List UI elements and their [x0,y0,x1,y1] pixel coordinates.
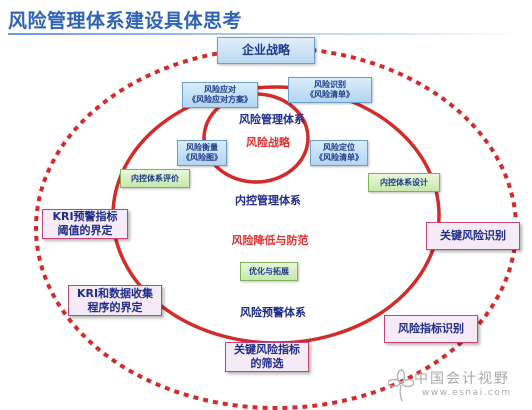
internal-control-design-box: 内控体系设计 [368,173,440,192]
risk-position-line2: 《风险清单》 [315,153,363,162]
kri-data-line2: 程序的界定 [87,300,143,314]
kri-data-box: KRI和数据收集 程序的界定 [68,285,162,316]
kri-threshold-box: KRI预警指标 阈值的界定 [42,209,128,239]
kri-data-line1: KRI和数据收集 [76,286,154,300]
risk-measure-line2: 《风险图》 [182,153,222,162]
risk-position-box: 风险定位 《风险清单》 [310,140,368,166]
flower-logo-icon [388,369,414,402]
internal-control-eval-label: 内控体系评价 [131,173,179,183]
risk-position-line1: 风险定位 [323,143,355,152]
risk-indicator-identify-box: 风险指标识别 [384,315,478,343]
risk-identify-line1: 风险识别 [314,80,346,89]
risk-response-line2: 《风险应对方案》 [188,95,252,104]
key-indicator-screen-line2: 的筛选 [250,357,284,370]
key-indicator-screen-line1: 关键风险指标 [234,343,300,357]
risk-identify-line2: 《风险清单》 [306,90,354,99]
risk-mgmt-system-label: 风险管理体系 [239,113,305,126]
risk-warning-system-label: 风险预警体系 [240,306,306,319]
key-indicator-screen-box: 关键风险指标 的筛选 [225,342,309,372]
title-underline [8,33,524,35]
optimize-expand-box: 优化与拓展 [240,262,298,281]
risk-measure-box: 风险衡量 《风险图》 [177,140,227,166]
watermark-cn: 中国会计视野 [414,371,510,387]
risk-reduce-label: 风险降低与防范 [231,234,309,247]
watermark: 中国会计视野 www.esnai.com [388,366,528,406]
enterprise-strategy-label: 企业战略 [241,43,290,57]
risk-indicator-identify-label: 风险指标识别 [398,322,464,336]
risk-measure-line1: 风险衡量 [186,143,218,152]
internal-control-eval-box: 内控体系评价 [120,169,190,188]
watermark-url: www.esnai.com [422,388,512,398]
key-risk-identify-label: 关键风险识别 [440,229,506,243]
key-risk-identify-box: 关键风险识别 [426,222,520,250]
enterprise-strategy-box: 企业战略 [217,37,315,64]
page-title: 风险管理体系建设具体思考 [8,10,243,32]
internal-control-system-label: 内控管理体系 [235,194,301,207]
risk-response-box: 风险应对 《风险应对方案》 [182,82,258,108]
risk-response-line1: 风险应对 [204,85,236,94]
internal-control-design-label: 内控体系设计 [380,177,428,187]
risk-identify-box: 风险识别 《风险清单》 [288,77,372,103]
kri-threshold-line1: KRI预警指标 [52,210,118,224]
kri-threshold-line2: 阈值的界定 [57,224,113,237]
optimize-expand-label: 优化与拓展 [249,266,289,276]
risk-strategy-label: 风险战略 [246,136,290,149]
